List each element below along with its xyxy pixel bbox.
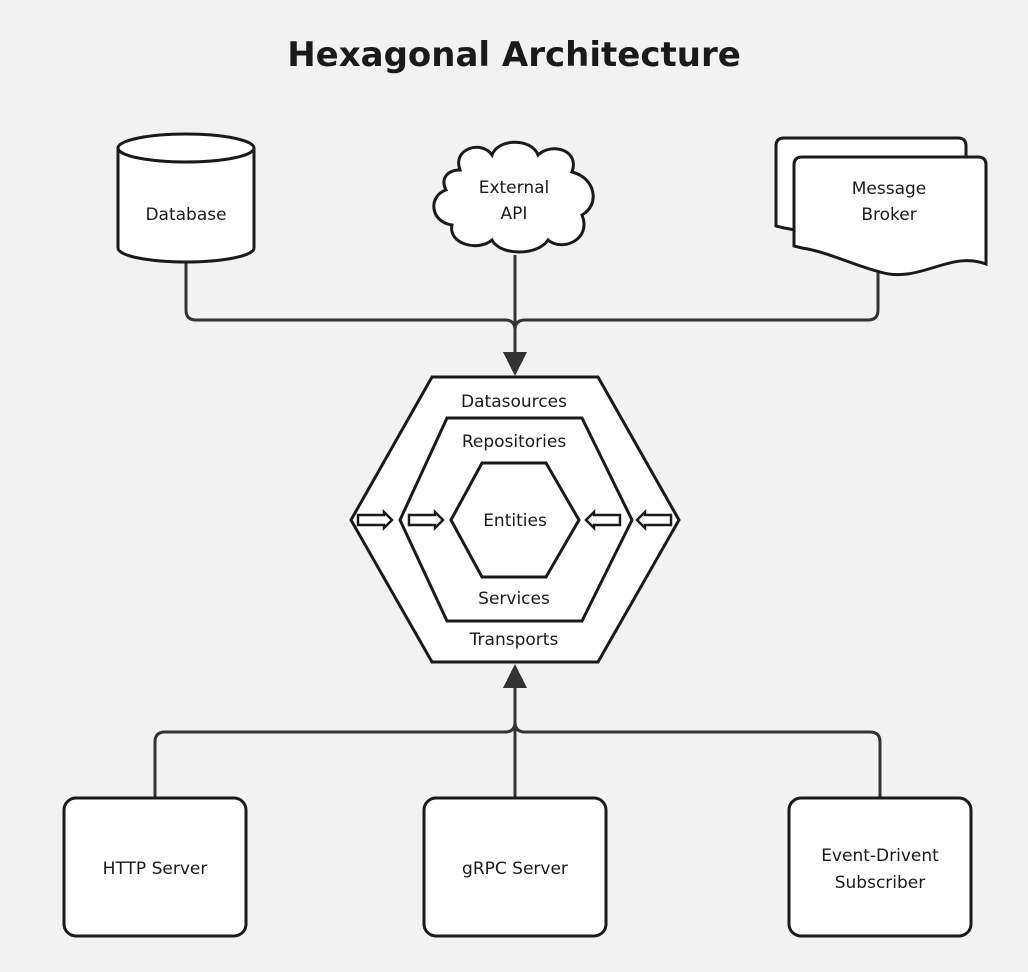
message-broker-connector [513,262,880,331]
external-api-label-line2: API [501,204,528,224]
entities-label: Entities [483,511,547,531]
http-server-label: HTTP Server [103,859,208,879]
database-label: Database [145,205,226,225]
cloud-icon [432,140,595,254]
datasources-label: Datasources [461,392,567,412]
event-subscriber-label-line1: Event-Drivent [821,846,939,866]
http-server-box [62,796,248,938]
grpc-server-label: gRPC Server [462,859,568,879]
message-broker-node: Message Broker [774,136,988,277]
event-subscriber-box [787,796,973,938]
message-broker-label-line2: Broker [861,205,916,225]
document-front-icon [792,155,988,277]
event-connector [513,721,882,798]
grpc-server-node: gRPC Server [422,796,608,938]
http-server-node: HTTP Server [62,796,248,938]
database-node: Database [116,132,256,264]
block-arrow-left-icon [635,508,673,532]
event-subscriber-label-line2: Subscriber [835,873,926,893]
diagram-title: Hexagonal Architecture [287,35,741,75]
transports-label: Transports [469,630,559,650]
database-icon [116,148,256,264]
event-subscriber-node: Event-Drivent Subscriber [787,796,973,938]
external-api-node: External API [432,140,595,254]
block-arrow-left-icon [584,508,622,532]
block-arrow-right-icon [356,508,394,532]
services-label: Services [478,589,550,609]
external-api-label-line1: External [479,178,550,198]
message-broker-label-line1: Message [852,179,927,199]
database-connector [184,258,517,360]
block-arrow-right-icon [407,508,445,532]
top-connectors [184,255,880,376]
repositories-label: Repositories [462,432,567,452]
grpc-server-box [422,796,608,938]
core-hexagon [449,461,581,579]
http-connector [153,688,517,798]
arrow-down-icon [503,352,527,376]
bottom-connectors [153,664,882,798]
arrow-up-icon [503,664,527,688]
hexagon-layers: Datasources Repositories Entities Servic… [349,375,681,664]
